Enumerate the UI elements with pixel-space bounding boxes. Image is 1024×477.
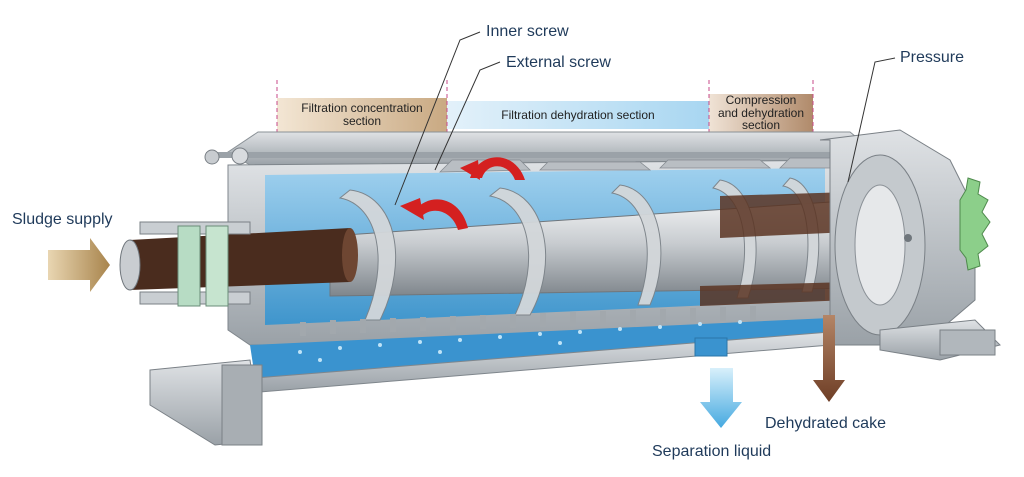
external-screw-callout-line: [434, 61, 501, 171]
rotation-arrow-icon: [460, 157, 525, 180]
filtration-concentration-band: [277, 98, 447, 132]
dehydrated-cake-arrow-icon: [813, 315, 845, 402]
filtration-concentration-label: Filtration concentration section: [301, 101, 423, 128]
external-screw-label: External screw: [506, 54, 611, 71]
rotation-arrow-icon: [400, 198, 468, 230]
filtration-dehydration-band: [447, 101, 709, 129]
compression-dehydration-band: [709, 94, 813, 134]
sludge-supply-arrow-icon: [48, 238, 110, 292]
sludge-supply-label: Sludge supply: [12, 211, 113, 228]
inner-screw-callout-line: [394, 31, 481, 206]
dehydrated-cake-label: Dehydrated cake: [765, 415, 886, 432]
compression-dehydration-label: Compression and dehydration section: [717, 93, 805, 133]
filtration-dehydration-label: Filtration dehydration section: [501, 107, 655, 122]
inner-screw-label: Inner screw: [486, 23, 569, 40]
pressure-label: Pressure: [900, 49, 965, 66]
separation-liquid-arrow-icon: [700, 368, 742, 428]
pressure-callout-line: [847, 57, 896, 183]
separation-liquid-label: Separation liquid: [652, 443, 772, 460]
